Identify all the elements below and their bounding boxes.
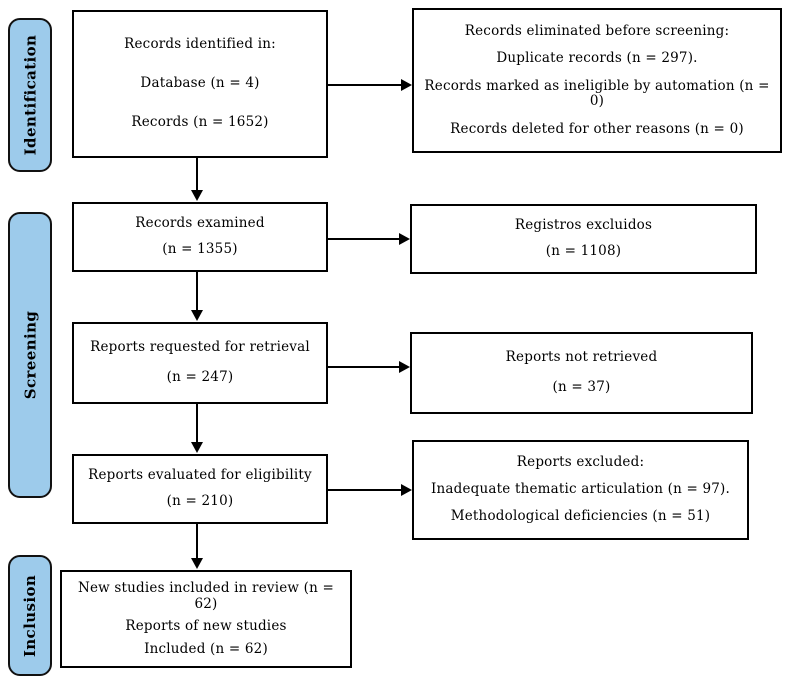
box-reports-evaluated: Reports evaluated for eligibility (n = 2… [72,454,328,524]
box-line: (n = 1108) [545,243,622,260]
box-line: Duplicate records (n = 297). [496,50,698,67]
box-line: (n = 1355) [162,241,238,258]
stage-screening: Screening [8,212,52,498]
box-line: Reports requested for retrieval [90,339,310,356]
box-line: (n = 247) [166,369,234,386]
box-line: Reports not retrieved [505,349,658,366]
box-line: Registros excluidos [514,217,653,234]
box-line: Records marked as ineligible by automati… [424,77,770,110]
arrow-evaluated-to-reports-excluded [328,484,412,496]
box-line: Records examined [135,215,265,232]
box-line: Methodological deficiencies (n = 51) [450,508,711,525]
box-records-identified: Records identified in: Database (n = 4) … [72,10,328,158]
box-line: Reports excluded: [516,454,645,471]
box-line: Records eliminated before screening: [464,22,730,39]
box-reports-requested: Reports requested for retrieval (n = 247… [72,322,328,404]
arrow-requested-to-not-retrieved [328,361,410,373]
box-records-eliminated: Records eliminated before screening: Dup… [412,8,782,153]
stage-screening-label: Screening [21,310,39,400]
stage-identification-label: Identification [21,34,40,156]
stage-inclusion: Inclusion [8,555,52,676]
box-line: Reports of new studies [125,618,287,634]
arrow-evaluated-to-included [191,524,203,569]
arrow-requested-to-evaluated [191,404,203,453]
box-line: Records (n = 1652) [131,114,269,131]
arrow-identified-to-examined [191,158,203,201]
box-line: Included (n = 62) [144,640,268,657]
box-registros-excluidos: Registros excluidos (n = 1108) [410,204,757,274]
box-line: Records deleted for other reasons (n = 0… [450,120,744,137]
box-line: Database (n = 4) [140,75,260,92]
arrow-identified-to-eliminated [328,79,412,91]
stage-inclusion-label: Inclusion [21,574,40,657]
box-studies-included: New studies included in review (n = 62) … [60,570,352,668]
box-line: (n = 37) [552,379,611,396]
box-line: Records identified in: [124,36,276,53]
arrow-examined-to-excluded [328,233,410,245]
box-line: Reports evaluated for eligibility [88,467,312,484]
box-line: (n = 210) [166,493,234,510]
box-reports-not-retrieved: Reports not retrieved (n = 37) [410,332,753,414]
box-line: Inadequate thematic articulation (n = 97… [430,481,731,498]
box-reports-excluded: Reports excluded: Inadequate thematic ar… [412,440,749,540]
arrow-examined-to-requested [191,272,203,321]
box-line: New studies included in review (n = 62) [77,579,335,612]
box-records-examined: Records examined (n = 1355) [72,202,328,272]
stage-identification: Identification [8,18,52,172]
